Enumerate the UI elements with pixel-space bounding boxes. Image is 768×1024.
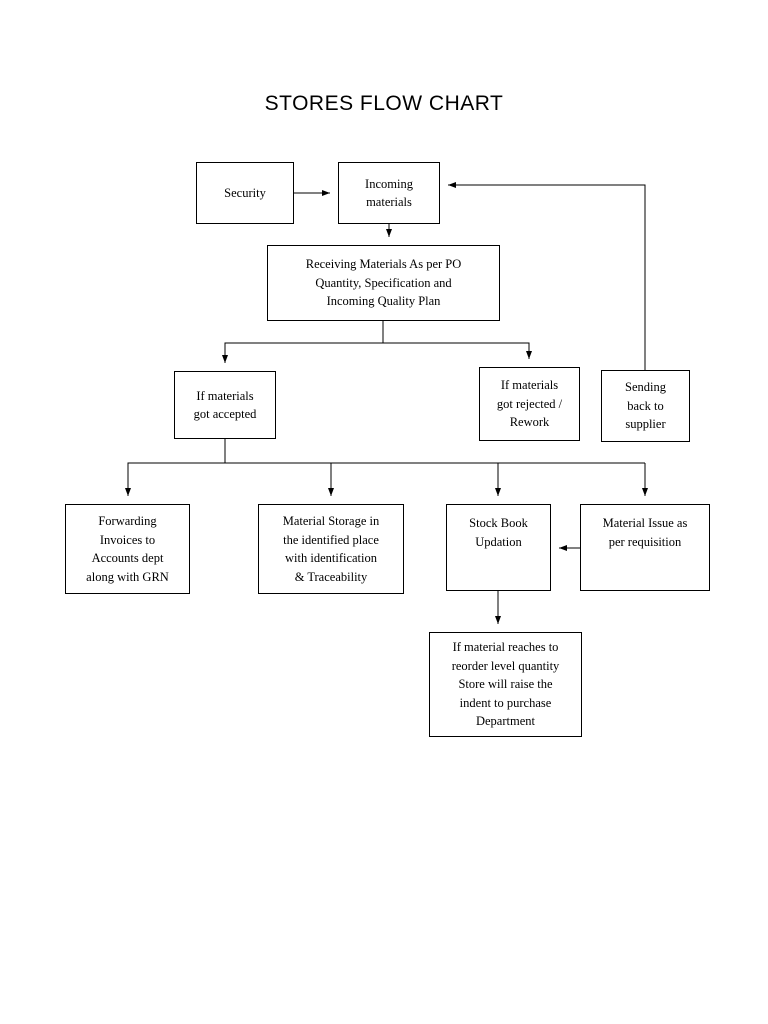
edge-accepted-bus <box>127 439 226 496</box>
node-forwarding-invoices[interactable]: Forwarding Invoices to Accounts dept alo… <box>65 504 190 594</box>
node-reorder-level-indent[interactable]: If material reaches to reorder level qua… <box>429 632 582 737</box>
node-if-materials-got-accepted[interactable]: If materials got accepted <box>174 371 276 439</box>
page-title: STORES FLOW CHART <box>264 92 504 115</box>
edge-receiving-to-rejected <box>383 342 532 359</box>
edge-receiving-to-accepted <box>222 321 384 363</box>
node-material-issue[interactable]: Material Issue as per requisition <box>580 504 710 591</box>
node-sending-back-to-supplier[interactable]: Sending back to supplier <box>601 370 690 442</box>
node-material-storage[interactable]: Material Storage in the identified place… <box>258 504 404 594</box>
node-incoming-materials[interactable]: Incoming materials <box>338 162 440 224</box>
node-if-materials-got-rejected[interactable]: If materials got rejected / Rework <box>479 367 580 441</box>
node-security[interactable]: Security <box>196 162 294 224</box>
node-receiving-materials[interactable]: Receiving Materials As per PO Quantity, … <box>267 245 500 321</box>
node-stock-book-updation[interactable]: Stock Book Updation <box>446 504 551 591</box>
